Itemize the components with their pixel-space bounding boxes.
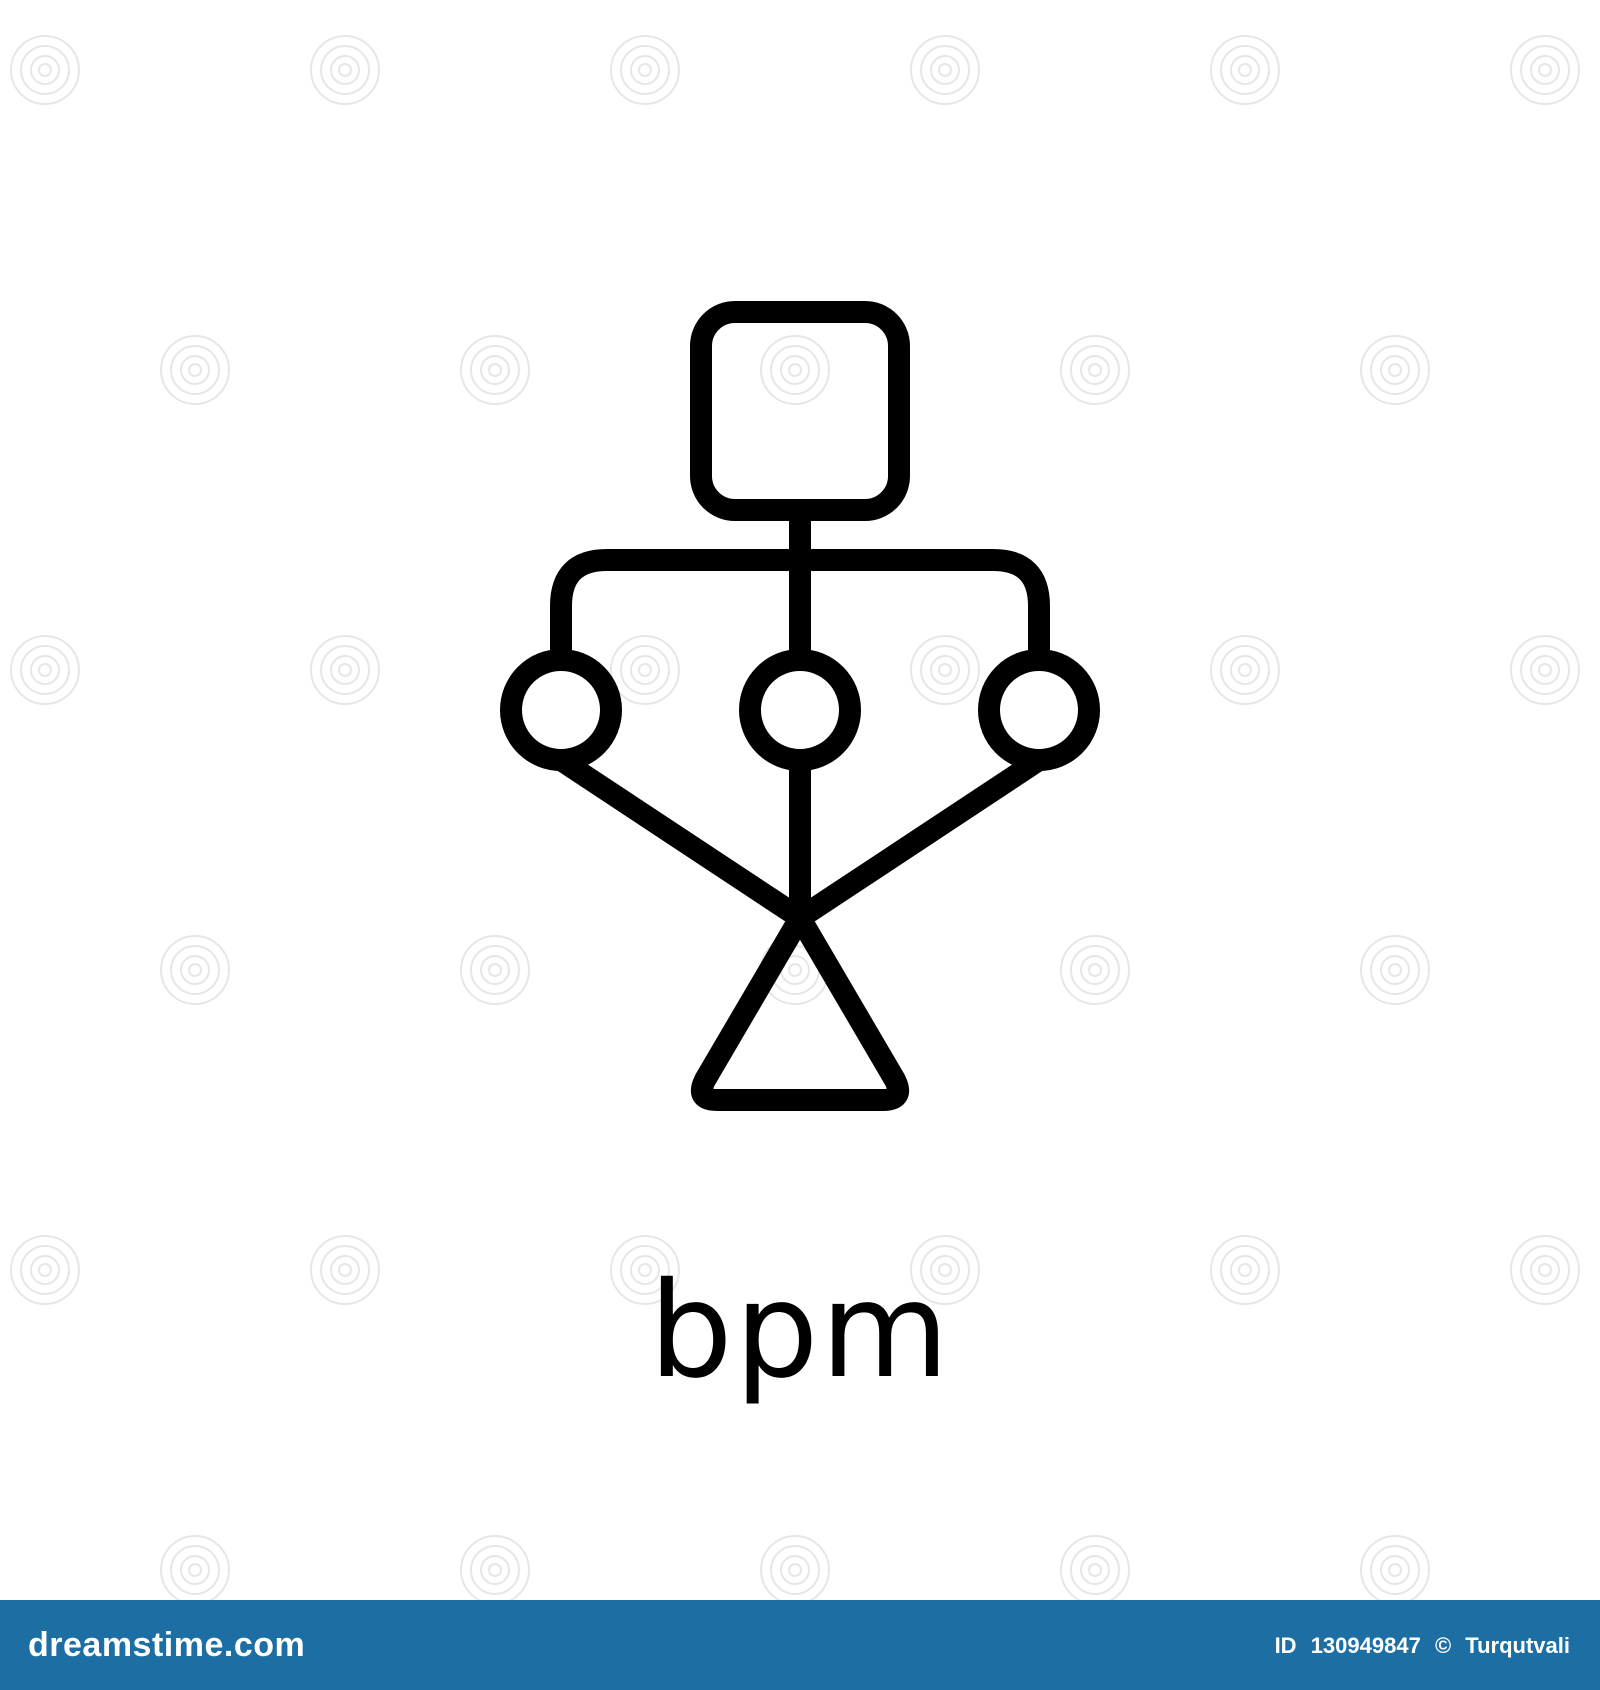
icon-caption: bpm bbox=[648, 1254, 952, 1408]
image-id-label: ID bbox=[1274, 1633, 1297, 1658]
left-circle-shape bbox=[500, 649, 622, 771]
author-name[interactable]: Turqutvali bbox=[1465, 1633, 1570, 1658]
dreamstime-logo[interactable]: dreamstime.com bbox=[28, 1626, 306, 1664]
right-circle-shape bbox=[978, 649, 1100, 771]
center-circle-shape bbox=[739, 649, 861, 771]
right-connector-line bbox=[789, 749, 1050, 929]
copyright-symbol: © bbox=[1434, 1633, 1452, 1658]
triangle-shape bbox=[691, 907, 909, 1111]
branch-line bbox=[550, 549, 1050, 671]
bpm-icon bbox=[500, 301, 1100, 1111]
image-id-value: 130949847 bbox=[1310, 1633, 1421, 1658]
image-credit: ID 130949847 © Turqutvali bbox=[1275, 1633, 1570, 1659]
footer-bar: dreamstime.com ID 130949847 © Turqutvali bbox=[0, 1600, 1600, 1690]
process-square-shape bbox=[690, 301, 910, 521]
left-connector-line bbox=[550, 749, 811, 929]
